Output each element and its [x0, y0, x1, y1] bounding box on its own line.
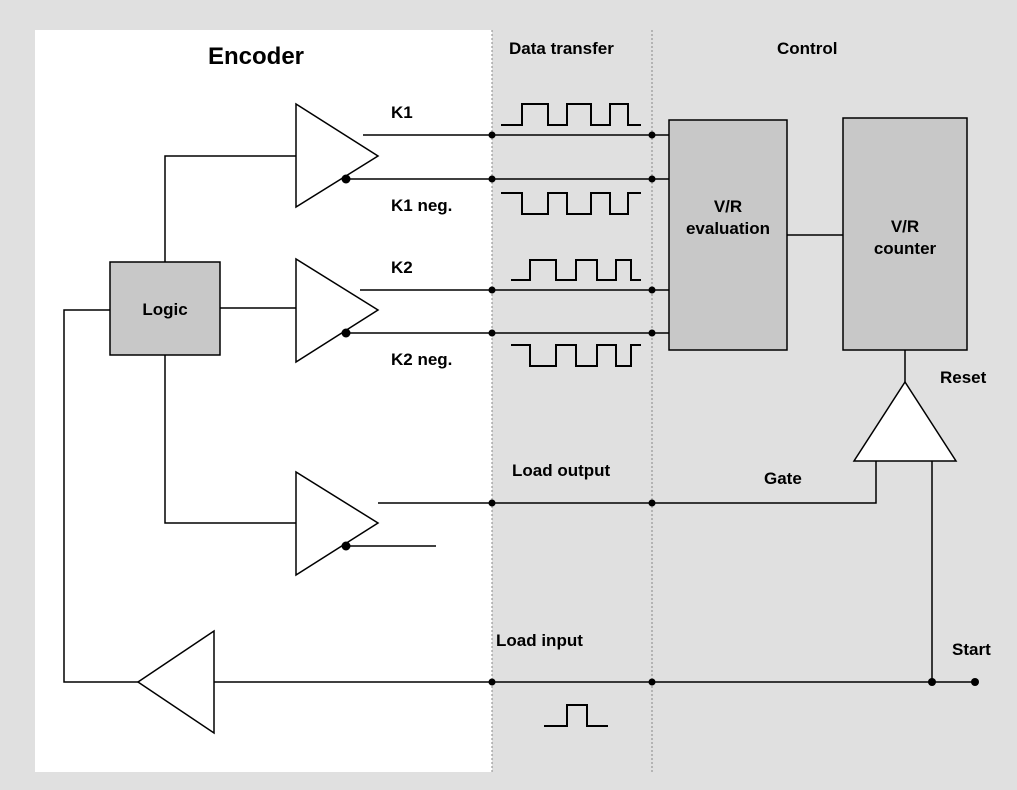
logic-to-k1-driver-wire — [164, 155, 296, 262]
k1-waveform — [501, 103, 641, 126]
load-input-pulse — [544, 704, 608, 727]
vr-evaluation-label-line2: evaluation — [686, 219, 770, 238]
vr-counter-label-line2: counter — [874, 239, 937, 258]
k1-line-driver — [295, 102, 380, 209]
junction-dot — [648, 329, 656, 337]
junction-dot — [488, 678, 496, 686]
k2-label: K2 — [391, 258, 413, 277]
start-label: Start — [952, 640, 991, 659]
k1-neg-waveform — [501, 192, 641, 215]
reset-gate-receiver — [852, 380, 958, 462]
load-output-driver — [295, 470, 380, 577]
control-heading: Control — [777, 39, 837, 58]
k2-neg-waveform — [511, 344, 641, 367]
junction-dot — [488, 286, 496, 294]
vr-counter-block — [842, 117, 968, 351]
logic-block — [109, 261, 221, 356]
junction-dot — [488, 175, 496, 183]
junction-dot — [488, 329, 496, 337]
start-terminal-dot — [971, 678, 979, 686]
junction-dot — [648, 286, 656, 294]
load-output-label: Load output — [512, 461, 611, 480]
k2-line-driver — [295, 257, 380, 364]
junction-dot — [648, 131, 656, 139]
junction-dot — [488, 131, 496, 139]
k2-waveform — [511, 259, 641, 281]
logic-label: Logic — [142, 300, 187, 319]
vr-evaluation-label-line1: V/R — [714, 197, 742, 216]
encoder-zone — [35, 30, 492, 772]
junction-dot — [928, 678, 936, 686]
junction-dot — [648, 499, 656, 507]
junction-dot — [648, 175, 656, 183]
logic-to-load-driver-wire — [164, 355, 296, 524]
vr-counter-label-line1: V/R — [891, 217, 919, 236]
junction-dot — [648, 678, 656, 686]
load-output-line — [378, 461, 877, 504]
k2-neg-label: K2 neg. — [391, 350, 452, 369]
k1-neg-label: K1 neg. — [391, 196, 452, 215]
encoder-heading: Encoder — [208, 43, 304, 70]
vr-evaluation-block — [668, 119, 788, 351]
gate-label: Gate — [764, 469, 802, 488]
k1-label: K1 — [391, 103, 413, 122]
load-input-to-logic-wire — [63, 309, 138, 683]
junction-dot — [488, 499, 496, 507]
data-transfer-heading: Data transfer — [509, 39, 614, 58]
reset-label: Reset — [940, 368, 987, 387]
load-input-label: Load input — [496, 631, 583, 650]
